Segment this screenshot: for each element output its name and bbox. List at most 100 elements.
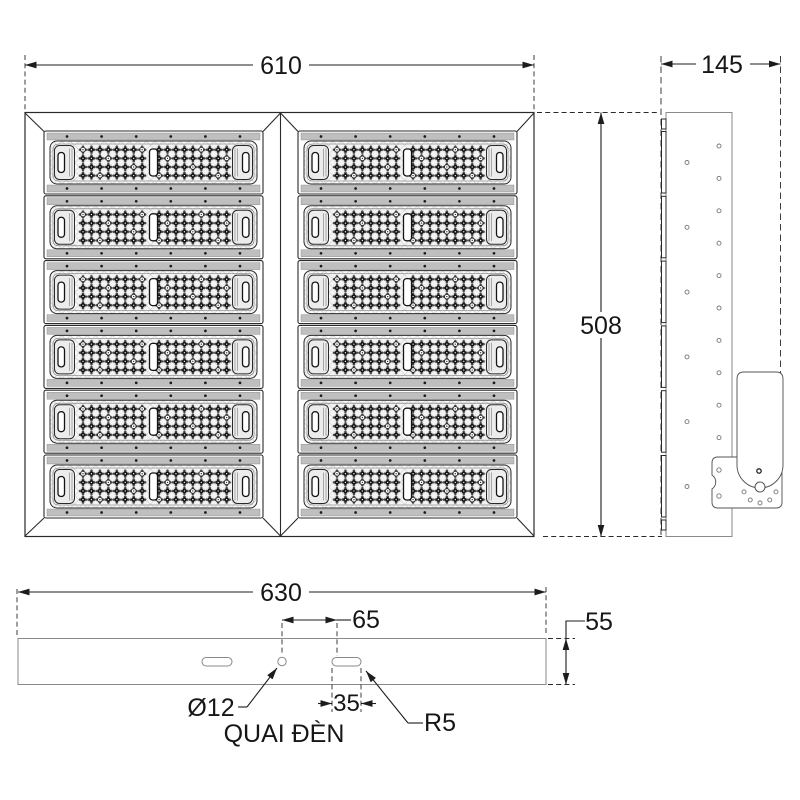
end-cap — [486, 339, 507, 375]
pivot-arc-hole — [767, 497, 773, 503]
end-cap — [308, 404, 329, 440]
front-width-label: 610 — [260, 52, 302, 80]
end-cap — [232, 209, 253, 245]
screw-hole — [716, 208, 722, 214]
end-cap — [486, 469, 507, 504]
led-module — [297, 130, 518, 195]
center-slot — [402, 148, 413, 177]
center-chamfer-tl — [262, 112, 281, 132]
center-slot — [148, 213, 159, 242]
side-module-edge — [661, 325, 667, 388]
end-cap — [232, 469, 253, 504]
pivot-pin-hole — [756, 468, 762, 474]
led-module — [297, 389, 518, 454]
center-slot — [402, 472, 413, 501]
center-chamfer-br — [280, 517, 299, 537]
end-cap — [486, 274, 507, 310]
end-cap — [232, 145, 253, 180]
led-module — [297, 195, 518, 260]
front-height-label: 508 — [580, 312, 622, 340]
chamfer-top-left — [24, 112, 45, 132]
dimension-630: 630 — [16, 579, 547, 636]
screw-hole — [684, 419, 690, 425]
dimension-508: 508 — [537, 112, 662, 537]
end-cap — [54, 404, 75, 440]
end-cap — [308, 469, 329, 504]
center-slot — [148, 342, 159, 372]
screw-hole — [716, 273, 722, 279]
angle-adjust-holes — [741, 489, 779, 506]
end-cap — [308, 209, 329, 245]
end-cap — [232, 404, 253, 440]
hole-offset-label: 65 — [352, 606, 380, 634]
led-module — [297, 454, 518, 519]
pivot-arc-hole — [757, 500, 763, 506]
led-array — [78, 339, 231, 375]
plate-hole-lower — [716, 493, 722, 499]
end-cap — [486, 145, 507, 180]
chamfer-bottom-left — [24, 517, 45, 537]
screw-hole — [684, 354, 690, 360]
led-array — [332, 210, 485, 245]
end-cap — [308, 145, 329, 180]
plate-hole-upper — [716, 467, 722, 473]
pivot-arc-hole — [773, 489, 779, 495]
led-array — [78, 145, 231, 180]
end-cap — [54, 339, 75, 375]
led-module — [43, 260, 264, 325]
led-module — [43, 130, 264, 195]
mounting-bracket-arm — [736, 371, 784, 489]
led-array — [78, 275, 231, 310]
slot-length-label: 35 — [333, 690, 360, 717]
chamfer-top-right — [516, 112, 535, 132]
led-array — [332, 275, 485, 310]
chamfer-bottom-right — [516, 517, 535, 537]
bottom-slot-left — [201, 657, 233, 667]
led-array — [332, 145, 485, 180]
front-view — [24, 111, 535, 538]
dimension-35: 35 — [318, 668, 376, 717]
screw-hole — [716, 370, 722, 376]
center-slot — [402, 342, 413, 372]
screw-hole — [684, 289, 690, 295]
pivot-arc-hole — [741, 489, 747, 495]
screw-hole — [716, 143, 722, 149]
led-module — [43, 324, 264, 389]
end-cap — [54, 469, 75, 504]
end-cap — [54, 274, 75, 310]
bottom-height-label: 55 — [585, 608, 613, 636]
screw-hole — [716, 337, 722, 343]
center-slot — [402, 277, 413, 307]
pivot-arc-hole — [747, 497, 753, 503]
screw-hole — [716, 305, 722, 311]
led-module — [297, 324, 518, 389]
led-array — [332, 339, 485, 375]
end-cap — [308, 339, 329, 375]
end-cap — [54, 209, 75, 245]
dimension-610: 610 — [24, 52, 535, 110]
end-cap — [308, 274, 329, 310]
center-chamfer-tr — [280, 112, 299, 132]
screw-hole — [716, 402, 722, 408]
bottom-view — [17, 638, 547, 685]
screw-hole — [716, 175, 722, 181]
end-cap — [54, 145, 75, 180]
led-array — [332, 469, 485, 504]
screw-hole — [716, 435, 722, 441]
side-width-label: 145 — [701, 51, 743, 79]
screw-hole — [684, 484, 690, 489]
handle-label: QUAI ĐÈN — [224, 719, 345, 748]
center-chamfer-bl — [262, 517, 281, 537]
slot-radius-label: R5 — [424, 709, 456, 737]
handle-hole — [277, 656, 287, 667]
center-slot — [148, 407, 159, 436]
dimension-55: 55 — [548, 608, 613, 685]
led-array — [78, 469, 231, 504]
side-module-edge — [661, 455, 667, 518]
side-module-edge — [661, 260, 667, 324]
callout-slot-radius: R5 — [365, 670, 456, 737]
side-module-edge — [661, 195, 667, 259]
end-cap — [486, 404, 507, 440]
